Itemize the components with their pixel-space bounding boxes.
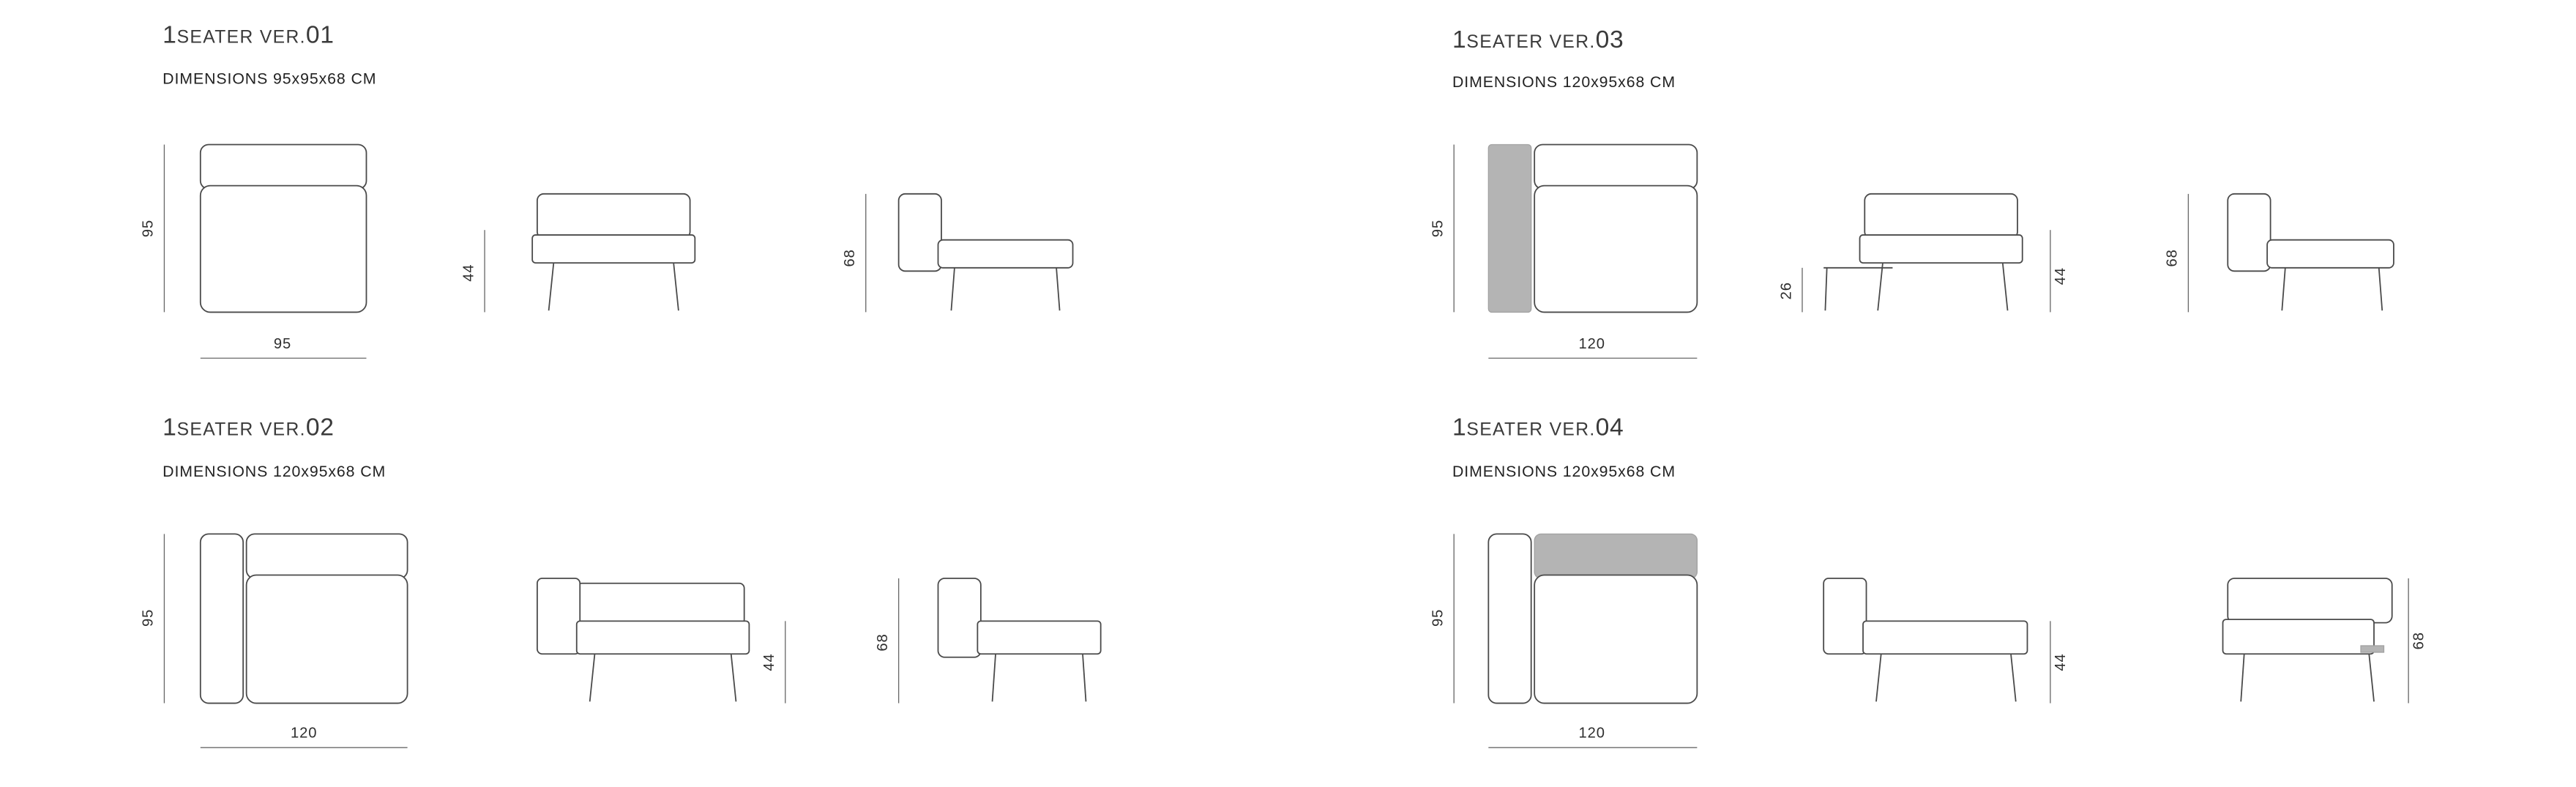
dim-depth-label: 95 xyxy=(141,609,157,627)
title-version: 04 xyxy=(1595,414,1624,442)
ver03-front-view: 26 44 xyxy=(1778,193,2069,313)
title-name: SEATER VER. xyxy=(176,28,306,48)
plan-backrest xyxy=(1534,143,1698,190)
leg-line xyxy=(950,267,955,311)
dim-depth-label: 95 xyxy=(1430,609,1446,627)
front-seat xyxy=(1859,234,2023,264)
dimensions-label-ver01: DIMENSIONS 95x95x68 CM xyxy=(163,70,377,89)
dim-total-height-label: 68 xyxy=(875,633,891,651)
dim-width-label: 120 xyxy=(1579,726,1605,742)
plan-backrest xyxy=(245,533,408,579)
leg-line xyxy=(1056,267,1061,311)
title-number: 1 xyxy=(1452,26,1467,55)
leg-line xyxy=(730,654,737,702)
dim-seat-height-label: 44 xyxy=(2053,267,2069,285)
dimensions-label-ver02: DIMENSIONS 120x95x68 CM xyxy=(163,463,387,482)
ver04-front-view: 44 xyxy=(1823,578,2069,704)
leg-line xyxy=(2240,654,2245,702)
leg-line xyxy=(2010,654,2017,702)
leg-line xyxy=(2368,654,2375,702)
section-title-ver02: 1SEATER VER.02 xyxy=(163,412,334,447)
front-backrest xyxy=(1864,193,2018,239)
plan-backrest-gray xyxy=(1534,533,1698,579)
plan-armrest xyxy=(199,533,244,704)
side-seat xyxy=(977,620,1102,655)
section-title-ver04: 1SEATER VER.04 xyxy=(1452,412,1624,447)
title-name: SEATER VER. xyxy=(1466,420,1596,441)
plan-side-table xyxy=(1487,143,1532,313)
dim-seat-height-label: 44 xyxy=(2053,653,2069,671)
leg-line xyxy=(1877,262,1884,311)
ver03-plan-view: 95 120 xyxy=(1430,143,1698,359)
side-back-edge-gray xyxy=(2360,645,2385,653)
front-seat xyxy=(575,620,750,655)
dim-total-height-label: 68 xyxy=(2165,249,2181,266)
ver01-front-view: 44 xyxy=(460,193,696,313)
ver03-side-view: 68 xyxy=(2165,193,2394,313)
dim-table-height-label: 26 xyxy=(1778,282,1794,299)
table-leg-line xyxy=(1824,267,1828,311)
ver04-side-view: 68 xyxy=(2222,578,2427,704)
dimensions-label-ver03: DIMENSIONS 120x95x68 CM xyxy=(1452,73,1676,92)
dim-width-label: 95 xyxy=(274,336,291,352)
side-backrest xyxy=(897,193,942,272)
leg-line xyxy=(673,262,679,311)
ver04-plan-view: 95 120 xyxy=(1430,533,1698,748)
plan-seat xyxy=(245,574,408,704)
dim-total-height-label: 68 xyxy=(842,249,858,266)
dim-seat-height-label: 44 xyxy=(460,264,477,281)
title-version: 03 xyxy=(1595,26,1624,55)
ver02-front-view: 44 xyxy=(536,578,786,704)
front-backrest xyxy=(536,193,691,239)
dim-depth-label: 95 xyxy=(1430,220,1446,237)
leg-line xyxy=(2001,262,2009,311)
title-number: 1 xyxy=(1452,414,1467,442)
leg-line xyxy=(991,654,996,702)
front-seat xyxy=(1862,620,2028,655)
leg-line xyxy=(589,654,596,702)
title-name: SEATER VER. xyxy=(1466,32,1596,53)
ver02-plan-view: 95 120 xyxy=(141,533,408,748)
title-name: SEATER VER. xyxy=(176,420,306,441)
leg-line xyxy=(2281,267,2286,311)
plan-seat xyxy=(199,184,367,313)
dim-depth-label: 95 xyxy=(141,220,157,237)
front-armrest xyxy=(1823,578,1867,655)
title-version: 02 xyxy=(305,414,335,442)
front-backrest xyxy=(575,582,745,625)
dim-width-label: 120 xyxy=(1579,336,1605,352)
ver01-plan-view: 95 95 xyxy=(141,143,367,359)
side-backrest xyxy=(2227,578,2393,624)
dimensions-label-ver04: DIMENSIONS 120x95x68 CM xyxy=(1452,463,1676,482)
front-seat xyxy=(531,234,696,264)
title-version: 01 xyxy=(305,21,335,50)
section-title-ver03: 1SEATER VER.03 xyxy=(1452,25,1624,59)
ver02-side-view: 68 xyxy=(875,578,1102,704)
leg-line xyxy=(548,262,555,311)
side-seat xyxy=(2266,239,2394,269)
title-number: 1 xyxy=(163,21,177,50)
side-seat xyxy=(2222,619,2375,655)
plan-armrest xyxy=(1487,533,1532,704)
section-title-ver01: 1SEATER VER.01 xyxy=(163,20,334,54)
side-backrest xyxy=(2227,193,2271,272)
leg-line xyxy=(1082,654,1087,702)
plan-backrest xyxy=(199,143,367,190)
dim-total-height-label: 68 xyxy=(2411,632,2427,649)
ver01-side-view: 68 xyxy=(842,193,1074,313)
leg-line xyxy=(2378,267,2383,311)
dim-width-label: 120 xyxy=(291,726,317,742)
front-armrest xyxy=(536,578,581,655)
title-number: 1 xyxy=(163,414,177,442)
side-backrest xyxy=(937,578,982,658)
side-seat xyxy=(937,239,1074,269)
plan-seat xyxy=(1534,574,1698,704)
leg-line xyxy=(1875,654,1882,702)
plan-seat xyxy=(1534,184,1698,313)
dim-seat-height-label: 44 xyxy=(761,653,777,671)
